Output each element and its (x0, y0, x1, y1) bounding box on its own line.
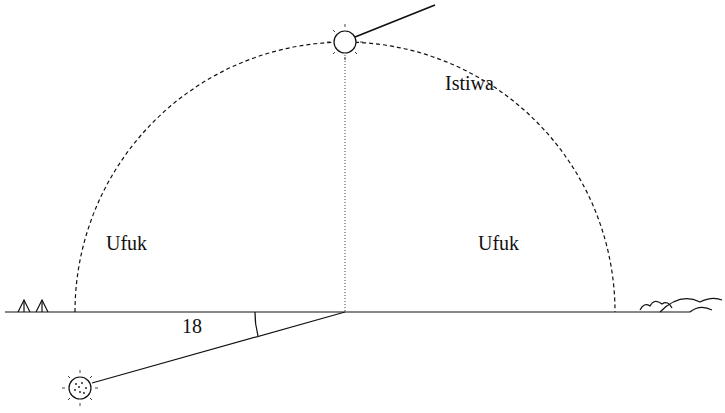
angle-value: 18 (180, 315, 204, 337)
horizon-line (5, 311, 690, 312)
region-label: Istiwa (443, 72, 496, 94)
sun-path-arc (75, 42, 615, 312)
zenith-line (345, 55, 346, 312)
region-label: Ufuk (476, 232, 521, 254)
sun-rays (62, 370, 98, 406)
angle-arc (255, 312, 258, 336)
depression-line (92, 312, 345, 383)
tree-symbol (18, 300, 48, 312)
sun-below-horizon (69, 377, 91, 399)
sun-symbol (334, 31, 356, 53)
sun-dots (74, 382, 87, 394)
hill-symbol (640, 298, 722, 312)
shadow-ray (355, 5, 435, 37)
region-label: Ufuk (104, 232, 149, 254)
sun-rays (327, 24, 363, 60)
